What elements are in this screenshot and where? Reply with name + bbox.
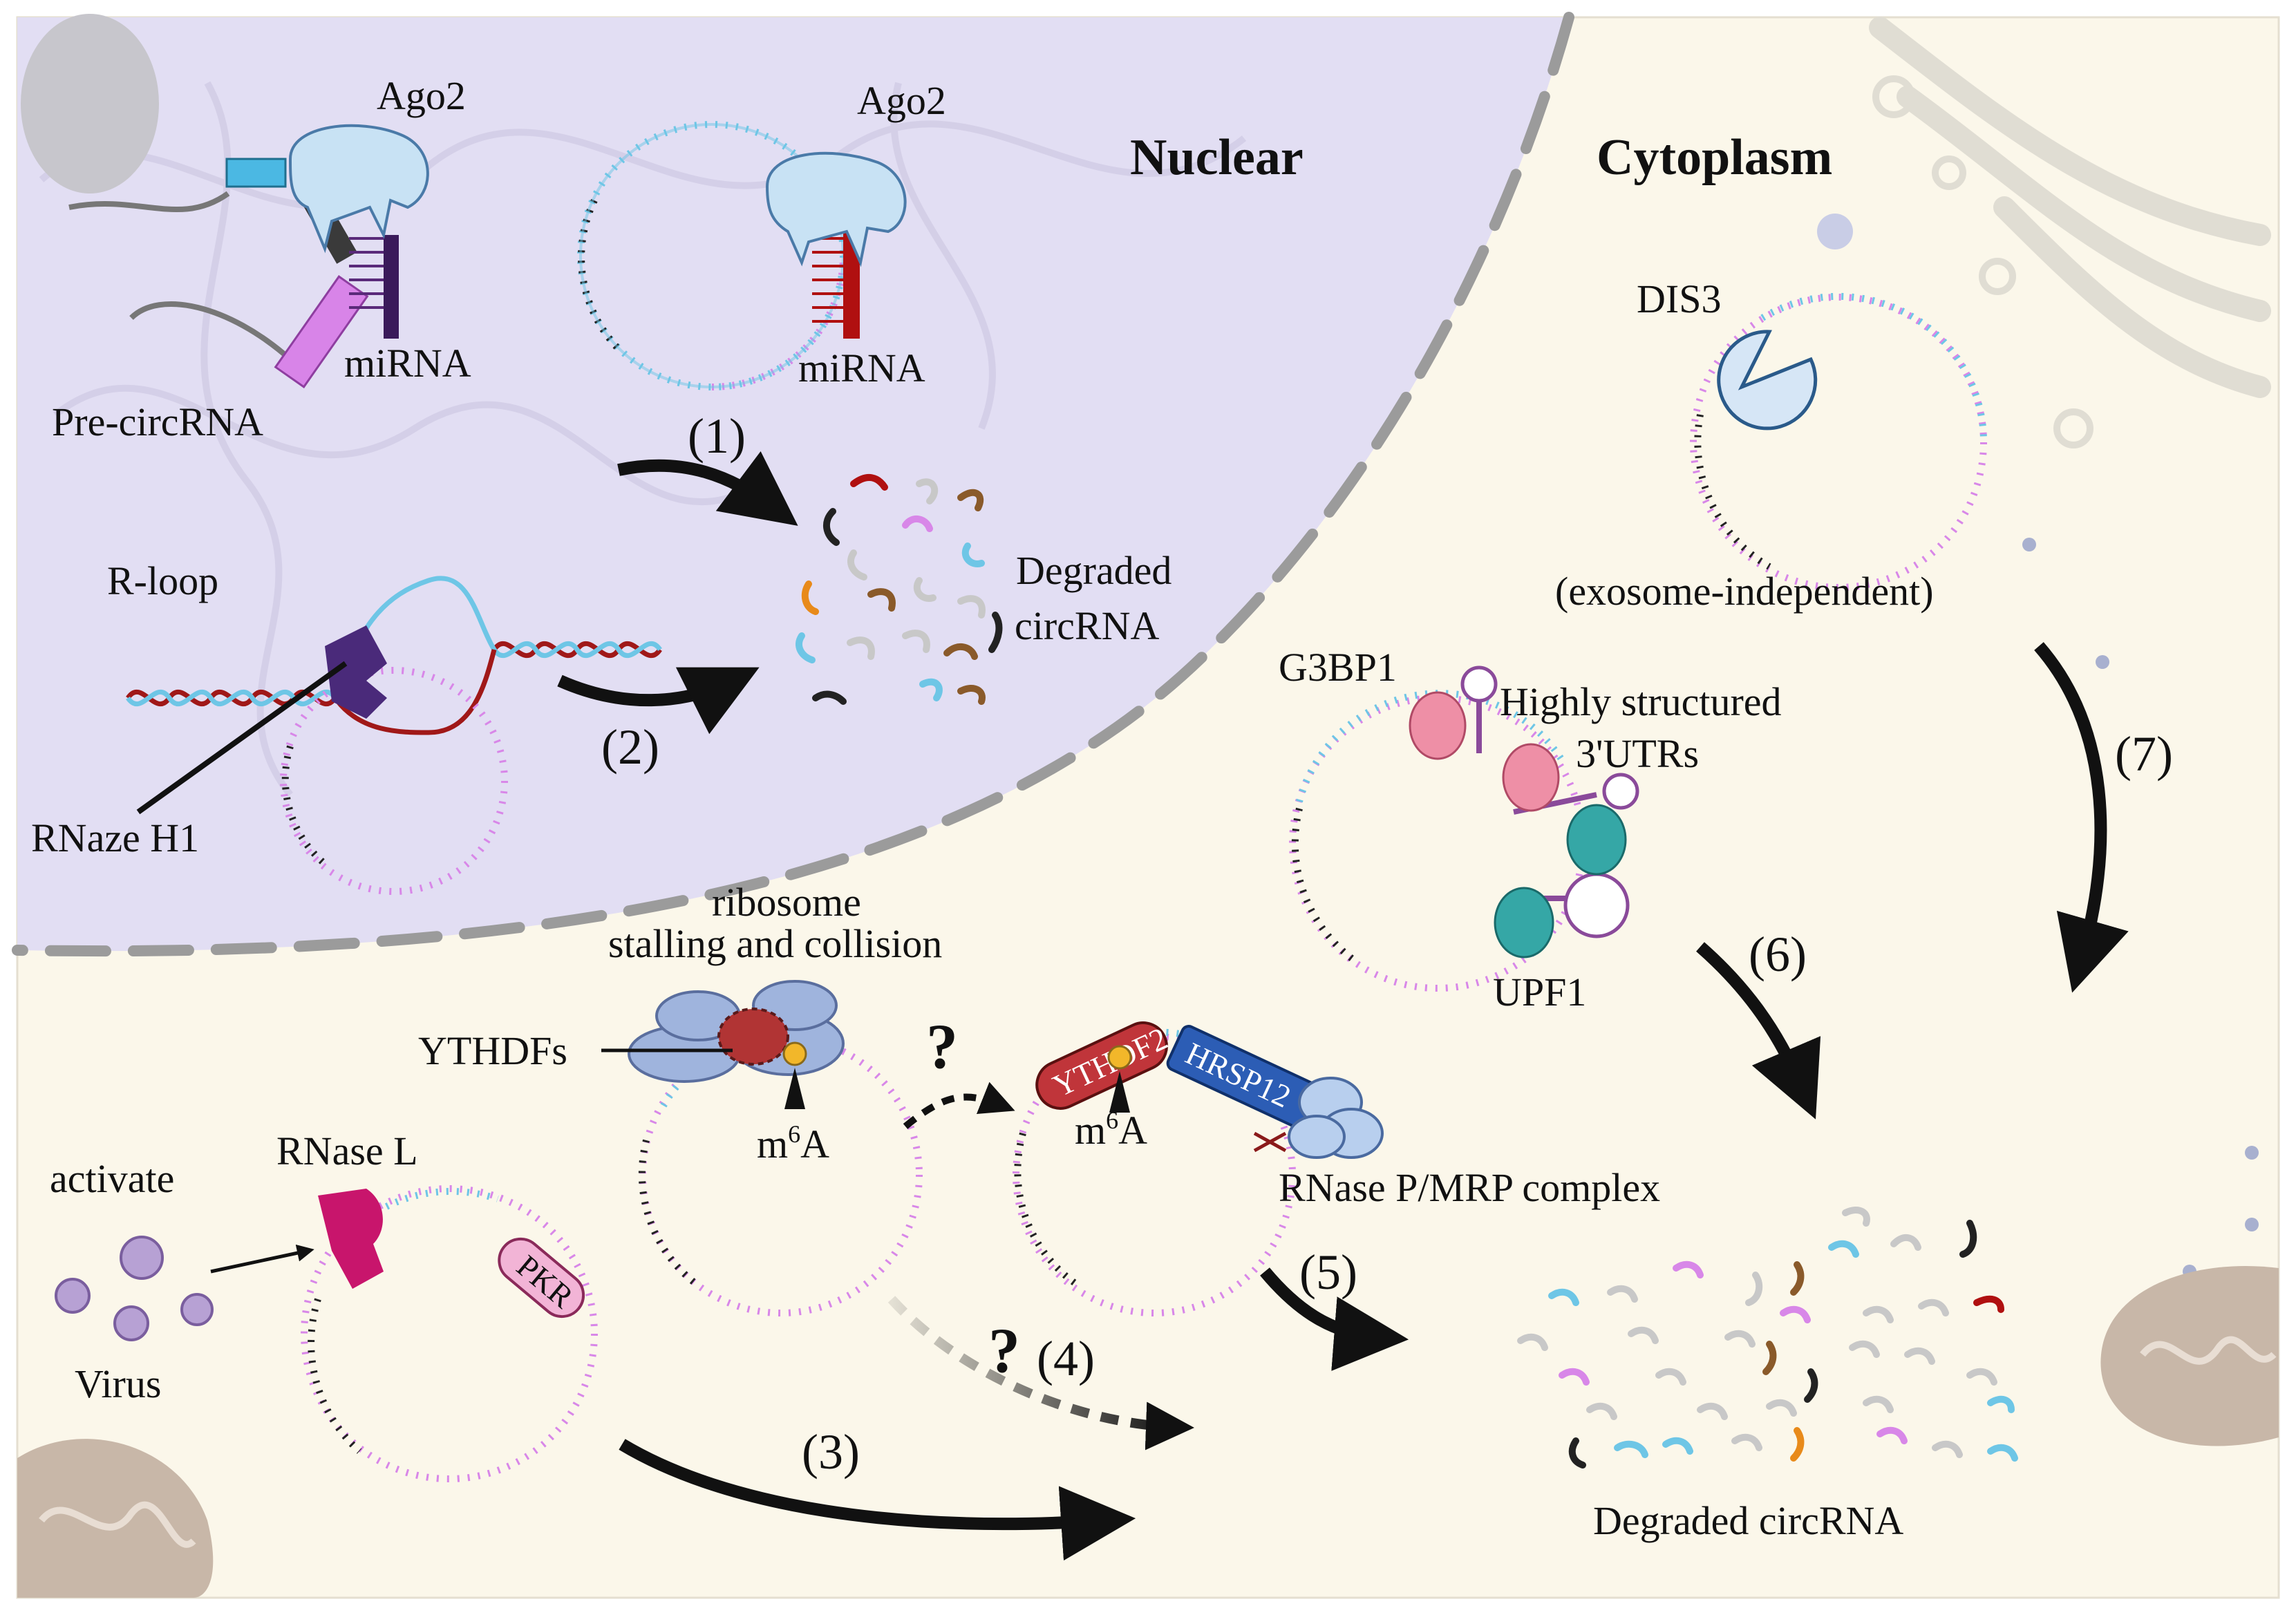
- golgi-apparatus: [1869, 17, 2271, 448]
- rnaze-h1-label: RNaze H1: [31, 815, 199, 860]
- rnase-l-protein: [318, 1189, 384, 1289]
- nuclear-membrane: [12, 12, 1574, 957]
- ythdfs-protein: [717, 1008, 789, 1066]
- dis3-circrna: [1690, 292, 1988, 591]
- small-vesicles: [2022, 538, 2259, 1278]
- question-arrow-top: [903, 1082, 1015, 1129]
- virus-label: Virus: [75, 1361, 161, 1406]
- upf1-protein-2: [1494, 887, 1554, 958]
- step-4-arrow: [887, 1296, 1194, 1451]
- degraded-fragments-top: [796, 474, 1003, 705]
- mirna-label-left: miRNA: [344, 341, 471, 386]
- step-5-arrow: [1260, 1267, 1409, 1371]
- step-4-label: (4): [1037, 1331, 1095, 1386]
- step-7-label: (7): [2115, 726, 2173, 782]
- g3bp1-upf1-circrna: [1289, 665, 1639, 992]
- r-loop-complex: [126, 576, 662, 895]
- m6a-label-left: m6A: [757, 1120, 829, 1167]
- rnaze-h1-protein: [325, 625, 387, 719]
- question-mark-top: ?: [926, 1011, 958, 1082]
- question-mark-bottom: ?: [988, 1315, 1020, 1386]
- g3bp1-protein-1: [1409, 691, 1467, 760]
- mitochondrion-right: [2100, 1265, 2279, 1446]
- rnase-mrp-label: RNase P/MRP complex: [1279, 1165, 1660, 1210]
- step-3-arrow: [619, 1439, 1136, 1561]
- mitochondrion-left: [17, 1439, 214, 1598]
- step-3-label: (3): [802, 1424, 860, 1480]
- upf1-protein-1: [1566, 804, 1627, 876]
- ago2-protein-right: [765, 151, 907, 267]
- cytoplasm-label: Cytoplasm: [1597, 129, 1832, 186]
- step-2-label: (2): [601, 719, 659, 775]
- degraded-fragments-bottom: [1517, 1207, 2018, 1468]
- ythdf2-protein: [1035, 1021, 1168, 1110]
- g3bp1-label: G3BP1: [1279, 645, 1397, 690]
- mirna-label-right: miRNA: [798, 346, 925, 390]
- step-6-arrow: [1696, 942, 1821, 1120]
- ago2-protein-left: [288, 124, 429, 254]
- degraded-label-top-1: Degraded: [1016, 548, 1171, 593]
- step-1-label: (1): [688, 408, 746, 464]
- ago2-label-right: Ago2: [857, 78, 946, 123]
- r-loop-label: R-loop: [107, 558, 218, 603]
- g3bp1-protein-2: [1502, 743, 1560, 812]
- rnase-l-label: RNase L: [276, 1128, 418, 1173]
- step-7-arrow: [2034, 642, 2129, 993]
- highly-structured-label-2: 3'UTRs: [1576, 731, 1699, 776]
- activate-arrow: [210, 1244, 314, 1274]
- step-6-label: (6): [1749, 927, 1807, 982]
- degraded-label-top-2: circRNA: [1015, 603, 1159, 648]
- highly-structured-label-1: Highly structured: [1500, 679, 1782, 724]
- step-2-arrow: [557, 667, 760, 735]
- pre-circrna-label: Pre-circRNA: [52, 399, 263, 444]
- nucleolus: [21, 14, 159, 193]
- vesicle: [1817, 214, 1853, 249]
- step-1-arrow: [617, 451, 798, 526]
- step-5-label: (5): [1299, 1245, 1357, 1300]
- dis3-label: DIS3: [1637, 276, 1721, 321]
- scissors-icon: [1253, 1131, 1287, 1153]
- exosome-independent-label: (exosome-independent): [1555, 569, 1934, 614]
- ythdfs-label: YTHDFs: [418, 1028, 567, 1073]
- circrna-ago2-mirna: [577, 121, 907, 390]
- activate-label: activate: [50, 1156, 174, 1201]
- ribosome-circrna: [601, 980, 923, 1316]
- ago2-label-left: Ago2: [377, 73, 466, 118]
- pkr-protein: [498, 1237, 585, 1319]
- ribosome-label-1: ribosome: [712, 880, 861, 925]
- ribosome-label-2: stalling and collision: [608, 921, 942, 966]
- virus-particles: [55, 1236, 214, 1341]
- rnase-p-mrp-protein: [1288, 1077, 1384, 1159]
- dis3-protein: [1717, 330, 1818, 431]
- upf1-label: UPF1: [1493, 970, 1586, 1014]
- degraded-label-bottom: Degraded circRNA: [1593, 1498, 1903, 1543]
- rnase-l-circrna: PKR: [301, 1185, 598, 1482]
- nuclear-label: Nuclear: [1130, 129, 1304, 186]
- pre-circrna-ago2-complex: [68, 124, 429, 388]
- m6a-label-right: m6A: [1075, 1106, 1147, 1153]
